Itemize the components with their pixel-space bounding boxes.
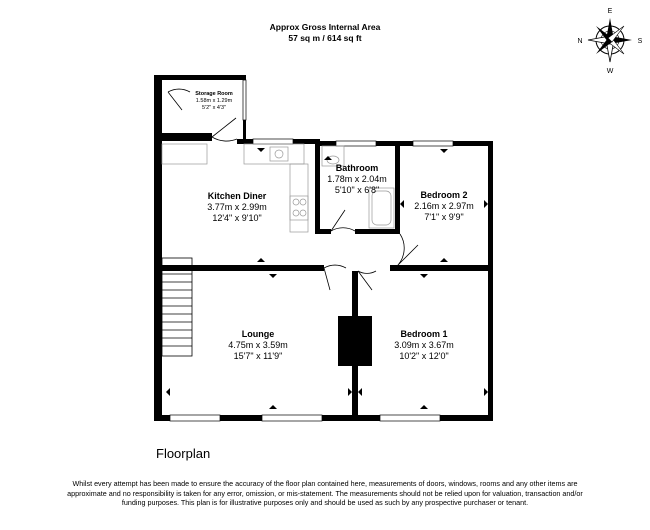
bedroom1-imperial: 10'2" x 12'0" <box>399 351 448 361</box>
bedroom1-metric: 3.09m x 3.67m <box>394 340 454 350</box>
bedroom1-name: Bedroom 1 <box>400 329 447 339</box>
room-storage: Storage Room 1.58m x 1.29m 5'2" x 4'3" <box>195 91 233 111</box>
bedroom2-imperial: 7'1" x 9'9" <box>424 212 463 222</box>
bathroom-name: Bathroom <box>336 163 379 173</box>
area-header: Approx Gross Internal Area 57 sq m / 614… <box>0 22 650 44</box>
kitchen-metric: 3.77m x 2.99m <box>207 202 267 212</box>
stairs <box>161 257 193 357</box>
area-title: Approx Gross Internal Area <box>269 22 381 32</box>
room-kitchen: Kitchen Diner 3.77m x 2.99m 12'4" x 9'10… <box>207 191 267 223</box>
bedroom2-name: Bedroom 2 <box>420 190 467 200</box>
doors <box>167 88 419 291</box>
bathroom-metric: 1.78m x 2.04m <box>327 174 387 184</box>
lounge-name: Lounge <box>242 329 275 339</box>
compass-west-label: W <box>607 68 614 75</box>
lounge-metric: 4.75m x 3.59m <box>228 340 288 350</box>
fixtures <box>161 143 395 233</box>
measure-markers <box>166 148 488 409</box>
floorplan-title: Floorplan <box>156 446 211 461</box>
room-lounge: Lounge 4.75m x 3.59m 15'7" x 11'9" <box>228 329 288 361</box>
compass-east-label: E <box>608 8 613 15</box>
room-bedroom-2: Bedroom 2 2.16m x 2.97m 7'1" x 9'9" <box>414 190 474 222</box>
room-bedroom-1: Bedroom 1 3.09m x 3.67m 10'2" x 12'0" <box>394 329 454 361</box>
compass-south-label: S <box>638 38 643 45</box>
compass-icon: E N S W <box>577 8 642 75</box>
storage-imperial: 5'2" x 4'3" <box>202 105 226 111</box>
room-bathroom: Bathroom 1.78m x 2.04m 5'10" x 6'8" <box>327 163 387 195</box>
lounge-imperial: 15'7" x 11'9" <box>234 351 283 361</box>
disclaimer-text: Whilst every attempt has been made to en… <box>67 479 583 508</box>
bedroom2-metric: 2.16m x 2.97m <box>414 201 474 211</box>
storage-name: Storage Room <box>195 91 233 97</box>
windows <box>169 79 454 422</box>
bathroom-imperial: 5'10" x 6'8" <box>335 185 379 195</box>
kitchen-name: Kitchen Diner <box>208 191 267 201</box>
compass-north-label: N <box>577 38 582 45</box>
storage-metric: 1.58m x 1.29m <box>196 98 233 104</box>
walls <box>154 75 493 421</box>
kitchen-imperial: 12'4" x 9'10" <box>212 213 261 223</box>
area-value: 57 sq m / 614 sq ft <box>288 33 362 43</box>
